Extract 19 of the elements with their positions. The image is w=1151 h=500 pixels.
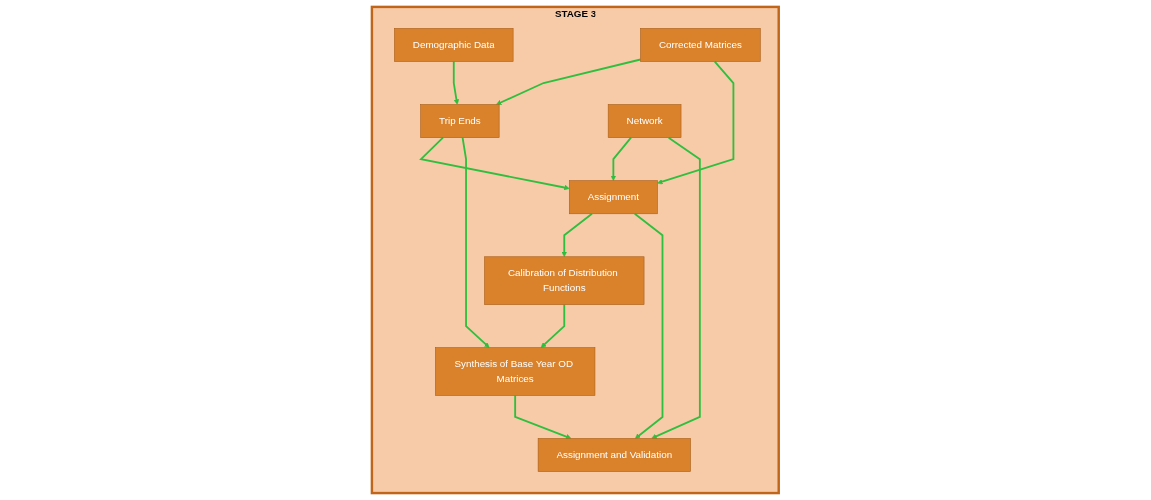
node-box: Calibration of Distribution Functions — [484, 256, 645, 305]
arrow — [610, 136, 633, 181]
node-box: Network — [608, 104, 682, 138]
arrow — [496, 58, 642, 105]
arrow — [634, 212, 664, 439]
arrow — [561, 212, 594, 257]
node-box: Demographic Data — [394, 28, 514, 62]
node-box: Assignment and Validation — [538, 438, 691, 472]
arrow — [651, 136, 701, 439]
arrow — [541, 303, 566, 348]
node-box: Trip Ends — [420, 104, 500, 138]
node-box: Assignment — [569, 180, 658, 215]
arrow — [461, 136, 490, 348]
arrow — [453, 60, 460, 105]
node-box: Corrected Matrices — [640, 28, 761, 62]
arrow — [419, 136, 570, 191]
arrow — [514, 394, 572, 440]
node-box: Synthesis of Base Year OD Matrices — [435, 347, 596, 396]
arrow — [657, 60, 735, 185]
